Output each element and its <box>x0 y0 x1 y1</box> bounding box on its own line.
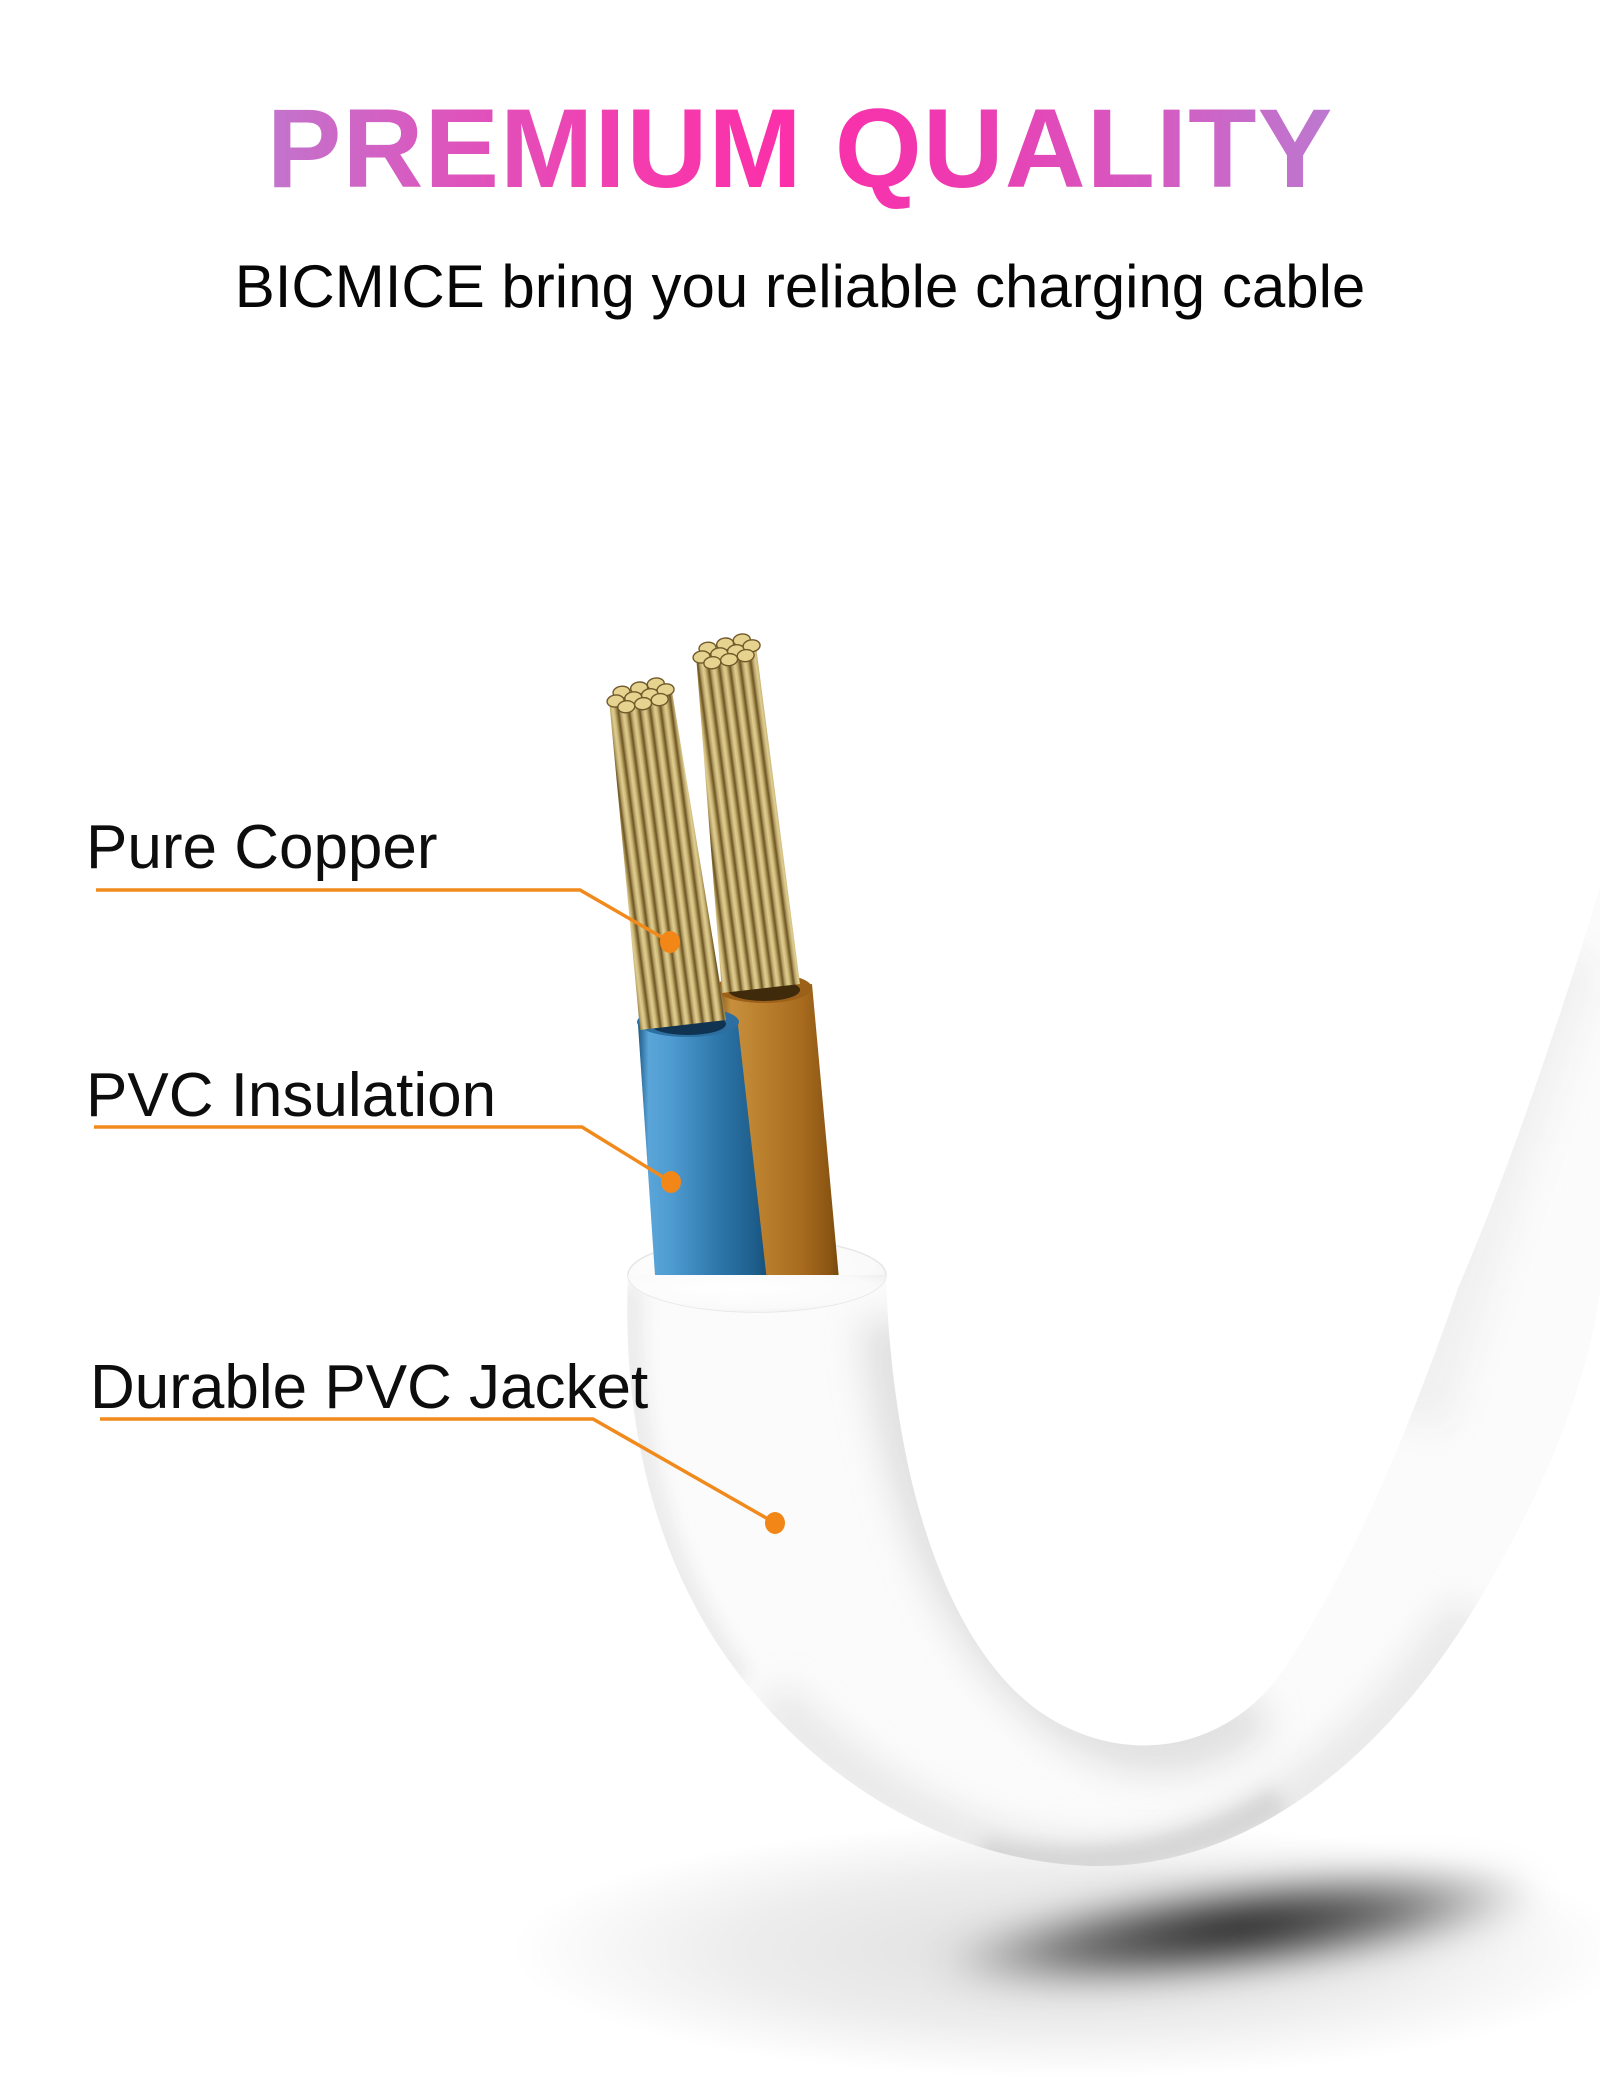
callout-line-pure-copper <box>96 888 671 944</box>
page-subtitle: BICMICE bring you reliable charging cabl… <box>234 253 1366 320</box>
copper-bundle-right <box>690 631 800 993</box>
floor-shadow-dark <box>937 1869 1543 1987</box>
callout-lines <box>94 888 776 1525</box>
callout-dot-pure-copper <box>660 931 680 953</box>
callout-dot-pvc-insulation <box>661 1171 681 1193</box>
callout-line-pvc-jacket <box>100 1417 776 1525</box>
copper-bundle-left <box>604 675 726 1030</box>
page-title: PREMIUM QUALITY <box>0 84 1600 213</box>
callout-dot-pvc-jacket <box>765 1512 785 1534</box>
callout-label-pure-copper: Pure Copper <box>86 813 438 882</box>
callout-label-pvc-insulation: PVC Insulation <box>86 1061 497 1130</box>
callout-line-pvc-insulation <box>94 1125 672 1184</box>
callout-label-durable-pvc-jacket: Durable PVC Jacket <box>90 1353 649 1422</box>
jacket-cut-face-front-rim <box>628 1275 886 1312</box>
callout-dots <box>660 931 785 1534</box>
